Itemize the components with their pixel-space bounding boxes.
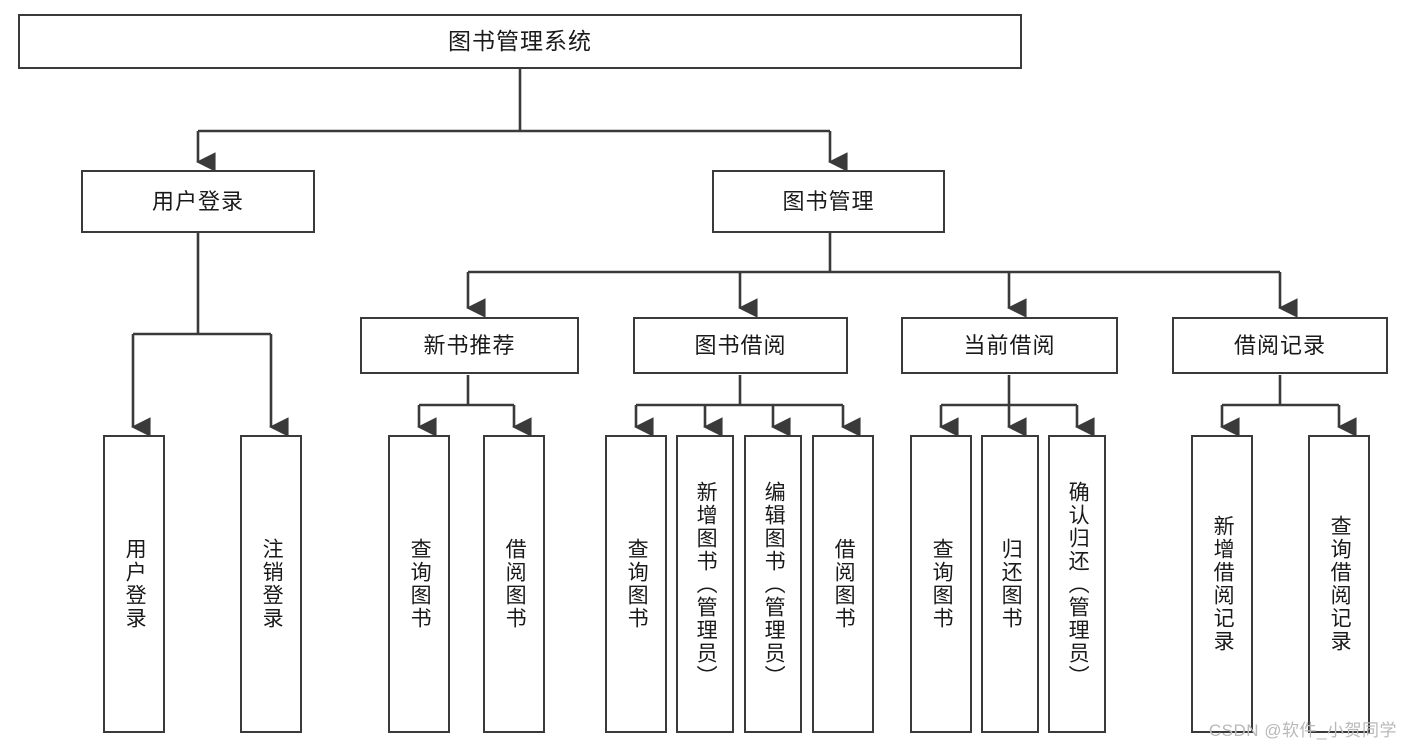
node-leaf-add-book[interactable]: 新增图书（管理员） — [676, 435, 734, 733]
node-leaf-borrow-book-1-label: 借阅图书 — [503, 538, 527, 630]
node-leaf-edit-book-label: 编辑图书（管理员） — [762, 480, 786, 688]
node-leaf-borrow-book-2[interactable]: 借阅图书 — [812, 435, 874, 733]
node-book-borrow-label: 图书借阅 — [694, 332, 787, 358]
node-root-label: 图书管理系统 — [448, 28, 592, 55]
node-new-book-recommend-label: 新书推荐 — [423, 332, 516, 358]
node-leaf-user-login[interactable]: 用户登录 — [103, 435, 165, 733]
node-leaf-query-record[interactable]: 查询借阅记录 — [1308, 435, 1370, 733]
node-current-borrow-label: 当前借阅 — [963, 332, 1056, 358]
node-leaf-user-login-label: 用户登录 — [123, 538, 147, 630]
node-leaf-return-book-label: 归还图书 — [999, 538, 1023, 630]
node-leaf-query-book-1-label: 查询图书 — [408, 538, 432, 630]
node-leaf-confirm-return-label: 确认归还（管理员） — [1066, 480, 1090, 688]
node-borrow-record-label: 借阅记录 — [1233, 332, 1326, 358]
node-leaf-add-book-label: 新增图书（管理员） — [694, 480, 718, 688]
node-book-manage-label: 图书管理 — [782, 188, 875, 214]
node-leaf-add-record-label: 新增借阅记录 — [1211, 515, 1235, 653]
node-leaf-query-record-label: 查询借阅记录 — [1328, 515, 1352, 653]
node-leaf-return-book[interactable]: 归还图书 — [981, 435, 1039, 733]
node-leaf-confirm-return[interactable]: 确认归还（管理员） — [1048, 435, 1106, 733]
node-new-book-recommend[interactable]: 新书推荐 — [360, 317, 579, 374]
node-leaf-logout-login[interactable]: 注销登录 — [240, 435, 302, 733]
node-leaf-query-book-2-label: 查询图书 — [625, 538, 649, 630]
node-leaf-borrow-book-2-label: 借阅图书 — [832, 538, 856, 630]
node-user-login-label: 用户登录 — [151, 188, 244, 214]
node-leaf-borrow-book-1[interactable]: 借阅图书 — [483, 435, 545, 733]
node-leaf-query-book-3-label: 查询图书 — [930, 538, 954, 630]
node-leaf-query-book-2[interactable]: 查询图书 — [605, 435, 667, 733]
node-leaf-query-book-1[interactable]: 查询图书 — [388, 435, 450, 733]
node-borrow-record[interactable]: 借阅记录 — [1172, 317, 1388, 374]
csdn-watermark: CSDN @软件_小贺同学 — [1208, 721, 1397, 740]
node-book-manage[interactable]: 图书管理 — [712, 170, 945, 233]
node-user-login[interactable]: 用户登录 — [81, 170, 315, 233]
node-book-borrow[interactable]: 图书借阅 — [633, 317, 848, 374]
node-root[interactable]: 图书管理系统 — [18, 14, 1022, 69]
node-current-borrow[interactable]: 当前借阅 — [901, 317, 1118, 374]
node-leaf-logout-login-label: 注销登录 — [260, 538, 284, 630]
node-leaf-add-record[interactable]: 新增借阅记录 — [1191, 435, 1253, 733]
node-leaf-edit-book[interactable]: 编辑图书（管理员） — [744, 435, 802, 733]
node-leaf-query-book-3[interactable]: 查询图书 — [910, 435, 972, 733]
